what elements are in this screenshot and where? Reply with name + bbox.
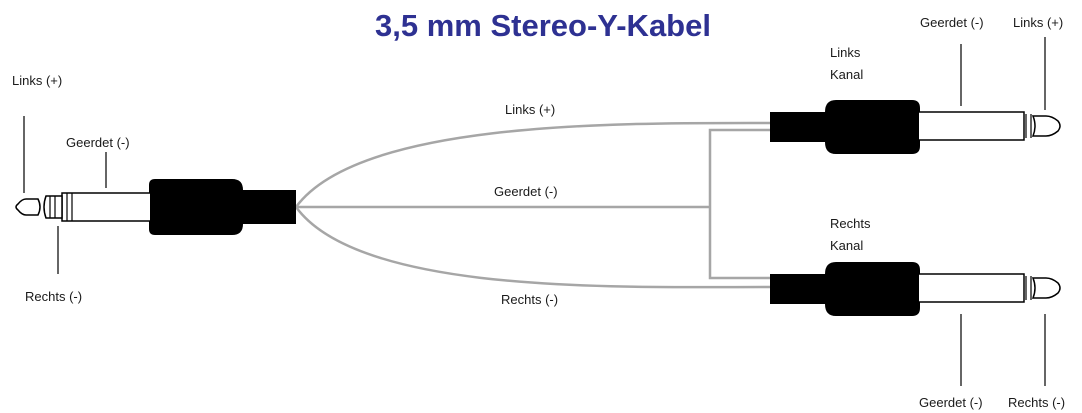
cable-upper-left [294, 121, 771, 208]
right-channel-name-line-1: Rechts [830, 216, 871, 231]
main-plug-ring-label: Geerdet (-) [66, 135, 130, 150]
main-stereo-plug [15, 116, 296, 274]
left-channel-plug-tip [1031, 115, 1061, 137]
cable-upper-label: Links (+) [505, 102, 555, 117]
right-channel-plug [770, 262, 1061, 386]
main-plug-body [149, 179, 296, 235]
left-channel-plug-shaft [919, 111, 1025, 141]
left-channel-ground-label: Geerdet (-) [920, 15, 984, 30]
main-plug-shaft [61, 192, 150, 222]
left-channel-tip-label: Links (+) [1013, 15, 1063, 30]
cable-lower-label: Rechts (-) [501, 292, 558, 307]
left-channel-plug [770, 37, 1061, 154]
main-plug-tip [15, 198, 41, 216]
cable-middle-label: Geerdet (-) [494, 184, 558, 199]
cables [294, 121, 771, 289]
main-plug-tip-label: Links (+) [12, 73, 62, 88]
left-channel-name-line-2: Kanal [830, 67, 863, 82]
right-channel-plug-shaft [919, 273, 1025, 303]
main-plug-sleeve-label: Rechts (-) [25, 289, 82, 304]
diagram-title: 3,5 mm Stereo-Y-Kabel [375, 8, 711, 43]
right-channel-ground-label: Geerdet (-) [919, 395, 983, 410]
cable-ground-split [708, 128, 770, 280]
cable-lower-right [294, 206, 771, 289]
main-plug-insulator [43, 195, 63, 219]
right-channel-name-line-2: Kanal [830, 238, 863, 253]
right-channel-plug-body [770, 262, 920, 316]
left-channel-plug-body [770, 100, 920, 154]
left-channel-name-line-1: Links [830, 45, 861, 60]
right-channel-plug-tip [1031, 277, 1061, 299]
right-channel-tip-label: Rechts (-) [1008, 395, 1065, 410]
